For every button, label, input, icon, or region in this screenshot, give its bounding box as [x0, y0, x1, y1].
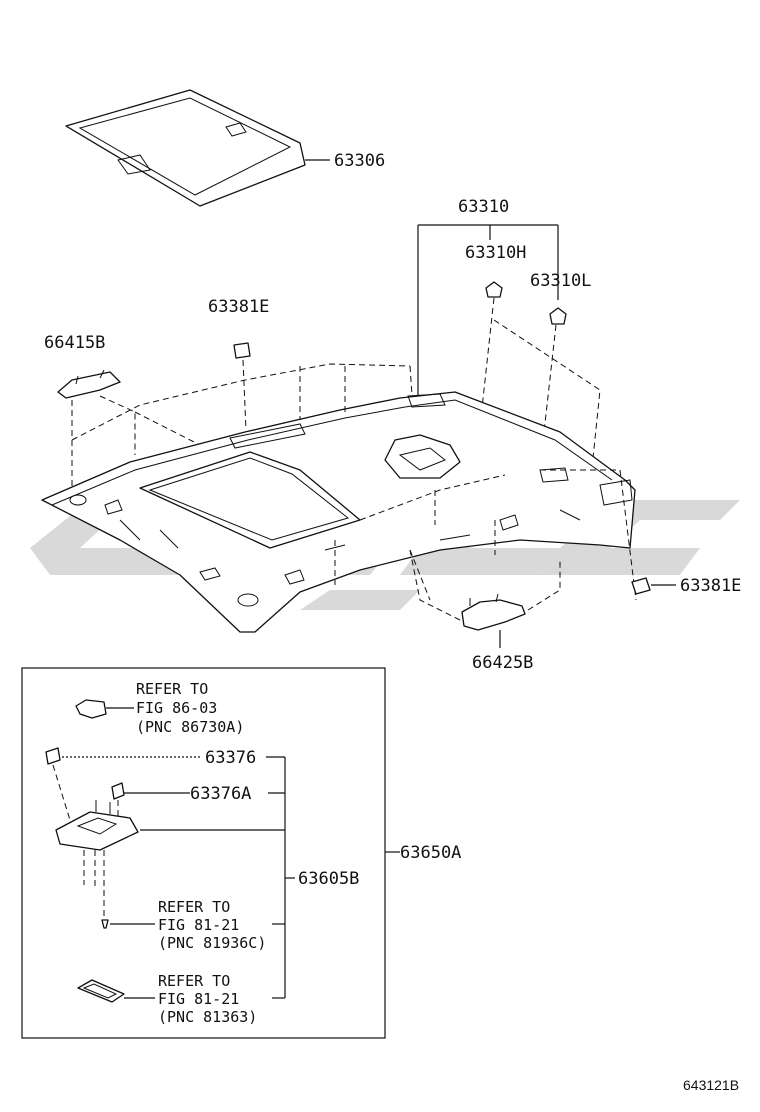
bulb-icon — [101, 919, 109, 929]
ref3-line2: FIG 81-21 — [158, 990, 239, 1008]
clip-63310L — [543, 307, 567, 433]
part-number-63376A: 63376A — [190, 784, 251, 804]
leader-bracket-63310 — [417, 224, 559, 395]
ref2-line1: REFER TO — [158, 898, 230, 916]
ref1-line3: (PNC 86730A) — [136, 718, 244, 736]
part-number-63650A: 63650A — [400, 843, 461, 863]
screw-63376A — [111, 782, 125, 820]
part-number-63306: 63306 — [334, 151, 385, 171]
leader-bracket-63605B — [62, 756, 295, 999]
screw-63376 — [45, 747, 71, 821]
part-number-66415B: 66415B — [44, 333, 105, 353]
map-lamp-assembly-box — [21, 667, 386, 1039]
ref1-line2: FIG 86-03 — [136, 699, 217, 717]
part-number-63381E-top: 63381E — [208, 297, 269, 317]
ref2-line2: FIG 81-21 — [158, 916, 239, 934]
sunshade-panel-63306 — [65, 89, 306, 207]
ref2-line3: (PNC 81936C) — [158, 934, 266, 952]
clip-63310H — [481, 281, 503, 409]
part-number-63376: 63376 — [205, 748, 256, 768]
clip-63381E-top — [233, 342, 251, 431]
part-number-66425B: 66425B — [472, 653, 533, 673]
ref3-line3: (PNC 81363) — [158, 1008, 257, 1026]
part-ref1-icon — [75, 699, 134, 719]
figure-id: 643121B — [683, 1077, 739, 1093]
dashed-guide-right — [493, 319, 601, 469]
part-number-63381E-right: 63381E — [680, 576, 741, 596]
part-number-63310H: 63310H — [465, 243, 526, 263]
ref1-line1: REFER TO — [136, 680, 208, 698]
part-number-63310L: 63310L — [530, 271, 591, 291]
lamp-lens-icon — [77, 979, 125, 1003]
ref3-line1: REFER TO — [158, 972, 230, 990]
part-number-63310: 63310 — [458, 197, 509, 217]
part-number-63605B: 63605B — [298, 869, 359, 889]
map-lamp-housing — [55, 800, 139, 920]
assist-grip-bracket-66425B — [409, 549, 561, 648]
roof-headlining-63310 — [41, 363, 637, 633]
clip-63381E-right — [631, 577, 676, 595]
